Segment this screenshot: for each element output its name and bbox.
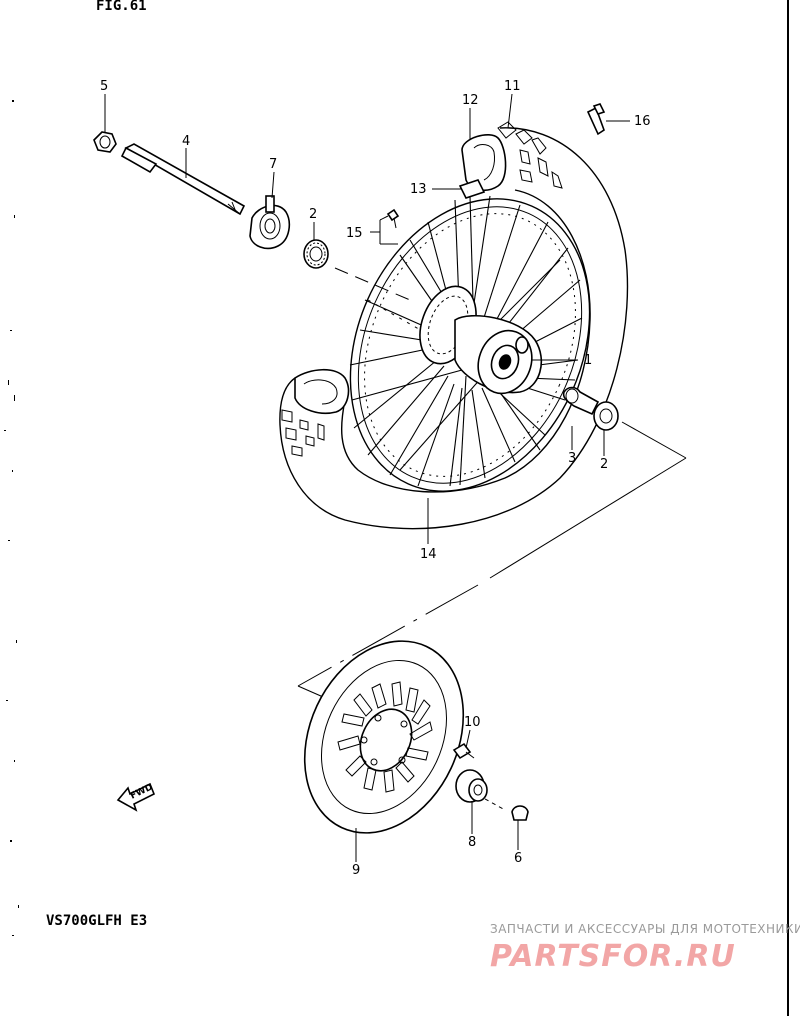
callout-10: 10 bbox=[464, 715, 481, 730]
watermark-brand: PARTSFOR.RU bbox=[490, 939, 736, 974]
scan-specks bbox=[4, 100, 19, 936]
figure-header-fragment: FIG.61 bbox=[96, 0, 147, 14]
callout-7: 7 bbox=[269, 157, 277, 172]
callout-6: 6 bbox=[514, 851, 522, 866]
rim-band bbox=[458, 179, 486, 199]
bearing-left bbox=[303, 239, 329, 269]
callout-11: 11 bbox=[504, 79, 521, 94]
callout-2-right: 2 bbox=[600, 457, 608, 472]
callout-14: 14 bbox=[420, 547, 437, 562]
callout-1: 1 bbox=[584, 353, 592, 368]
bearing-right bbox=[593, 401, 619, 431]
callout-5: 5 bbox=[100, 79, 108, 94]
wheel-spacer bbox=[562, 386, 600, 416]
brake-disc bbox=[303, 640, 465, 834]
callout-8: 8 bbox=[468, 835, 476, 850]
callout-15: 15 bbox=[346, 226, 363, 241]
wheel-hub bbox=[419, 285, 543, 395]
callout-9: 9 bbox=[352, 863, 360, 878]
callout-2-left: 2 bbox=[309, 207, 317, 222]
front-axle bbox=[120, 143, 246, 216]
callout-13: 13 bbox=[410, 182, 427, 197]
watermark-tagline: ЗАПЧАСТИ И АКСЕССУАРЫ ДЛЯ МОТОТЕХНИКИ bbox=[490, 922, 800, 936]
callout-3: 3 bbox=[568, 451, 576, 466]
axle-nut bbox=[93, 131, 117, 153]
callout-numbers: 5 4 7 2 15 12 11 13 16 1 3 2 14 10 8 6 9 bbox=[100, 79, 651, 878]
callout-16: 16 bbox=[634, 114, 651, 129]
tire-valve bbox=[586, 103, 606, 136]
watermark: ЗАПЧАСТИ И АКСЕССУАРЫ ДЛЯ МОТОТЕХНИКИ PA… bbox=[490, 922, 800, 974]
model-code: VS700GLFH E3 bbox=[46, 913, 147, 929]
axle-cap bbox=[511, 805, 529, 821]
spoke-nipple bbox=[386, 208, 400, 229]
speedometer-gearbox bbox=[249, 195, 291, 250]
forward-direction-arrow: FWD bbox=[116, 782, 156, 812]
leader-lines bbox=[104, 93, 630, 862]
callout-12: 12 bbox=[462, 93, 479, 108]
hub-spacer bbox=[455, 769, 488, 803]
callout-4: 4 bbox=[182, 134, 190, 149]
